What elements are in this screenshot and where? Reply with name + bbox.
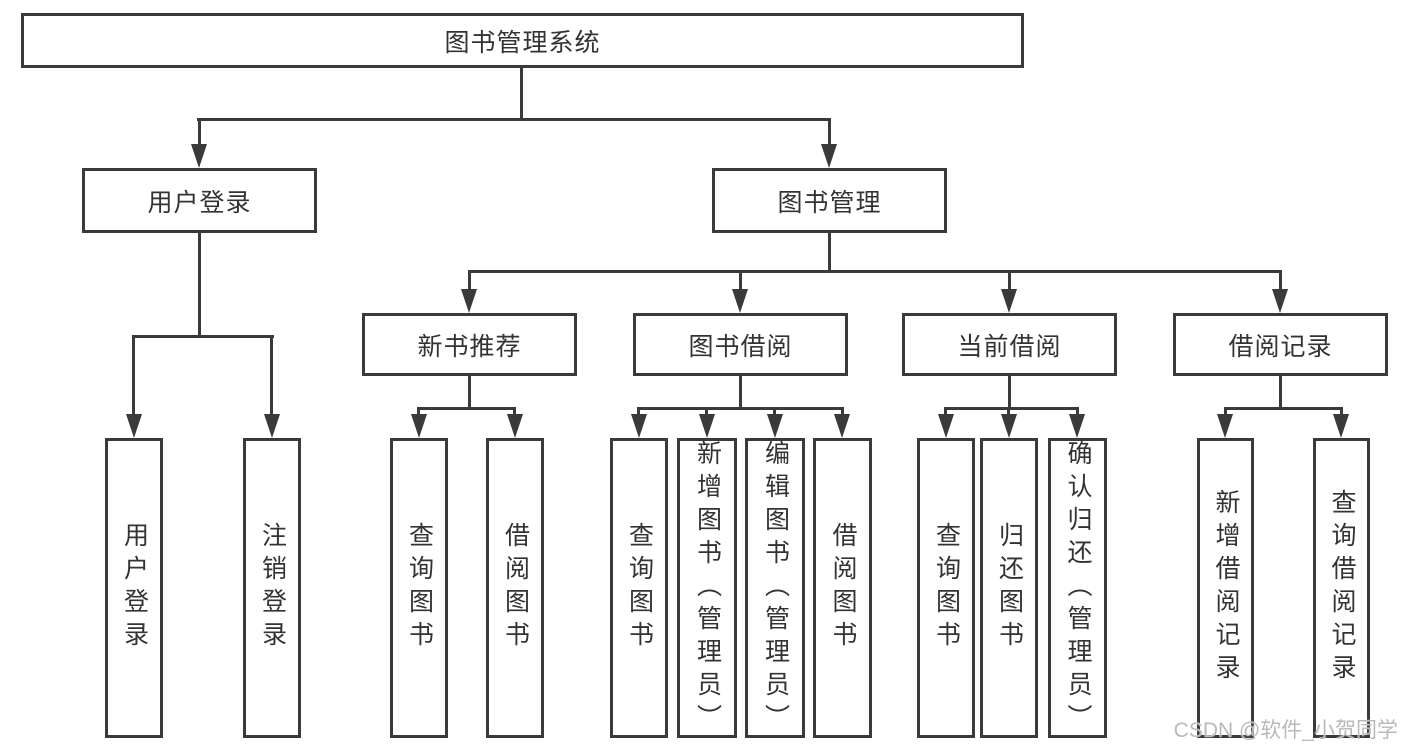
connector-level1-bar	[197, 118, 831, 121]
connector-stub-bb-add	[705, 407, 708, 418]
connector-stub-book-mgmt	[828, 118, 831, 148]
connector-stub-cb-return	[1007, 407, 1010, 418]
leaf-user-login-label: 用户登录	[120, 522, 149, 654]
arrow-down-icon	[411, 414, 427, 438]
connector-stub-cb-confirm	[1076, 407, 1079, 418]
arrow-down-icon	[938, 414, 954, 438]
leaf-user-login: 用户登录	[105, 438, 163, 738]
connector-stub-new-book	[468, 270, 471, 292]
connector-new-book-trunk	[468, 376, 471, 410]
node-borrow-record-label: 借阅记录	[1228, 332, 1333, 361]
leaf-logout: 注销登录	[243, 438, 301, 738]
connector-root-trunk	[520, 68, 523, 121]
connector-stub-borrow-record	[1279, 270, 1282, 292]
node-book-borrow: 图书借阅	[633, 313, 848, 376]
connector-stub-br-query	[1340, 407, 1343, 418]
connector-level2-bar	[468, 270, 1282, 273]
leaf-newbook-query-books: 查询图书	[390, 438, 448, 738]
arrow-down-icon	[834, 414, 850, 438]
leaf-bookborrow-query-books-label: 查询图书	[625, 522, 654, 654]
arrow-down-icon	[699, 414, 715, 438]
arrow-down-icon	[191, 144, 207, 168]
csdn-watermark: CSDN @软件_小贺同学	[1173, 719, 1398, 742]
connector-new-book-bar	[417, 407, 516, 410]
leaf-bookborrow-borrow-books-label: 借阅图书	[829, 522, 857, 654]
connector-stub-cb-query	[944, 407, 947, 418]
node-borrow-record: 借阅记录	[1173, 313, 1388, 376]
connector-stub-br-add	[1224, 407, 1227, 418]
leaf-currentborrow-confirm-return-admin-label: 确认归还（管理员）	[1064, 439, 1092, 737]
connector-stub-nb-borrow	[513, 407, 516, 418]
arrow-down-icon	[1001, 414, 1017, 438]
arrow-down-icon	[264, 414, 280, 438]
connector-stub-ul-logout	[270, 335, 273, 417]
leaf-currentborrow-return-books: 归还图书	[980, 438, 1038, 738]
connector-book-borrow-bar	[637, 407, 844, 410]
node-book-borrow-label: 图书借阅	[688, 332, 793, 361]
arrow-down-icon	[461, 289, 477, 313]
arrow-down-icon	[507, 414, 523, 438]
connector-book-borrow-trunk	[739, 376, 742, 410]
node-new-book: 新书推荐	[362, 313, 577, 376]
arrow-down-icon	[1333, 414, 1349, 438]
leaf-record-add-borrow-record: 新增借阅记录	[1197, 438, 1254, 738]
leaf-newbook-borrow-books: 借阅图书	[486, 438, 544, 738]
leaf-bookborrow-add-books-admin-label: 新增图书（管理员）	[693, 439, 722, 737]
leaf-bookborrow-edit-books-admin: 编辑图书（管理员）	[745, 438, 805, 738]
leaf-record-query-borrow-record-label: 查询借阅记录	[1328, 489, 1356, 687]
arrow-down-icon	[821, 144, 837, 168]
leaf-currentborrow-query-books: 查询图书	[917, 438, 975, 738]
node-user-login: 用户登录	[82, 168, 317, 233]
node-book-mgmt-label: 图书管理	[777, 188, 882, 217]
leaf-currentborrow-query-books-label: 查询图书	[932, 522, 961, 654]
node-user-login-label: 用户登录	[147, 188, 252, 217]
node-current-borrow: 当前借阅	[902, 313, 1117, 376]
arrow-down-icon	[767, 414, 783, 438]
leaf-newbook-query-books-label: 查询图书	[405, 522, 434, 654]
connector-borrow-record-bar	[1224, 407, 1343, 410]
arrow-down-icon	[1069, 414, 1085, 438]
connector-stub-bb-query	[637, 407, 640, 418]
arrow-down-icon	[1001, 289, 1017, 313]
node-current-borrow-label: 当前借阅	[957, 332, 1062, 361]
connector-stub-bb-borrow	[841, 407, 844, 418]
leaf-bookborrow-borrow-books: 借阅图书	[813, 438, 872, 738]
connector-stub-bb-edit	[773, 407, 776, 418]
leaf-record-add-borrow-record-label: 新增借阅记录	[1212, 489, 1240, 687]
leaf-currentborrow-confirm-return-admin: 确认归还（管理员）	[1048, 438, 1107, 738]
connector-stub-book-borrow	[739, 270, 742, 292]
node-book-mgmt: 图书管理	[712, 168, 947, 233]
arrow-down-icon	[1217, 414, 1233, 438]
connector-user-login-bar	[132, 335, 274, 338]
arrow-down-icon	[631, 414, 647, 438]
leaf-logout-label: 注销登录	[258, 522, 287, 654]
arrow-down-icon	[1272, 289, 1288, 313]
connector-stub-user-login	[198, 118, 201, 148]
arrow-down-icon	[732, 289, 748, 313]
connector-user-login-trunk	[198, 233, 201, 337]
connector-stub-current-borrow	[1008, 270, 1011, 292]
node-root-label: 图书管理系统	[444, 28, 601, 57]
connector-current-borrow-bar	[944, 407, 1079, 410]
node-new-book-label: 新书推荐	[417, 332, 522, 361]
connector-stub-ul-login	[132, 335, 135, 417]
leaf-newbook-borrow-books-label: 借阅图书	[501, 522, 530, 654]
connector-book-mgmt-trunk	[828, 233, 831, 273]
arrow-down-icon	[126, 414, 142, 438]
node-root-system: 图书管理系统	[21, 13, 1024, 68]
connector-stub-nb-query	[417, 407, 420, 418]
leaf-bookborrow-query-books: 查询图书	[610, 438, 668, 738]
connector-borrow-record-trunk	[1279, 376, 1282, 410]
leaf-bookborrow-add-books-admin: 新增图书（管理员）	[677, 438, 737, 738]
connector-current-borrow-trunk	[1008, 376, 1011, 410]
leaf-record-query-borrow-record: 查询借阅记录	[1313, 438, 1370, 738]
leaf-bookborrow-edit-books-admin-label: 编辑图书（管理员）	[761, 439, 790, 737]
leaf-currentborrow-return-books-label: 归还图书	[995, 522, 1024, 654]
